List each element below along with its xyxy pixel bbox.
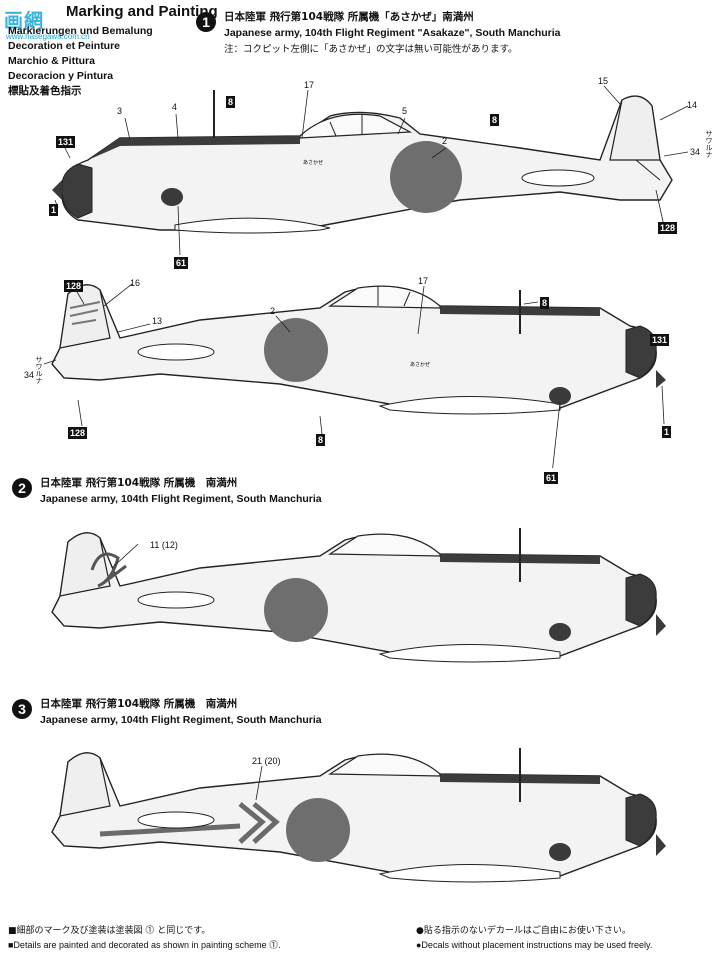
footer-note-left-ja: ■細部のマーク及び塗装は塗装図 ⓵ と同じです。 <box>8 926 211 936</box>
footer-note-left-en: ■Details are painted and decorated as sh… <box>8 940 281 950</box>
scheme-1-badge: 1 <box>196 12 216 32</box>
title-es: Decoracion y Pintura <box>8 70 114 82</box>
title-de: Markierungen und Bemalung <box>8 25 153 37</box>
cockpit-script-label-left: あさかぜ <box>410 361 430 368</box>
scheme-3-title-en: Japanese army, 104th Flight Regiment, So… <box>40 714 322 726</box>
decal-callout-2: 2 <box>442 136 448 146</box>
decal-tag-1: 1 <box>49 204 59 216</box>
decal-callout-2-left: 2 <box>270 306 276 316</box>
decal-tag-8b: 8 <box>490 114 500 126</box>
footer-note-right-en: ●Decals without placement instructions m… <box>416 940 653 950</box>
scheme-3-title-ja: 日本陸軍 飛行第104戦隊 所属機 南満州 <box>40 698 238 710</box>
aircraft-right-body <box>52 90 673 234</box>
decal-tag-8a: 8 <box>226 96 236 108</box>
decal-tag-131: 131 <box>56 136 76 148</box>
decal-tag-128-left-a: 128 <box>64 280 84 292</box>
footer-note-right-ja: ●貼る指示のないデカールはご自由にお使い下さい。 <box>416 926 631 936</box>
profile-right-side: あさかぜ <box>52 85 689 256</box>
scheme-2-title-en: Japanese army, 104th Flight Regiment, So… <box>40 493 322 505</box>
decal-callout-4: 4 <box>172 102 178 112</box>
scheme-2-badge: 2 <box>12 478 32 498</box>
watermark-url: www.hasegawa.com.cn <box>6 32 90 41</box>
hinomaru-roundel-2 <box>264 578 328 642</box>
title-zh: 標貼及着色指示 <box>8 85 82 97</box>
decal-callout-11: 11 (12) <box>150 540 178 550</box>
decal-tag-61-left: 61 <box>544 472 559 484</box>
decal-tag-1-left: 1 <box>662 426 672 438</box>
aircraft-scheme-3 <box>51 748 666 883</box>
decal-callout-34: 34 <box>690 147 701 157</box>
no-step-label: サワルナ <box>705 130 713 158</box>
decal-callout-34-left: 34 <box>24 370 35 380</box>
hinomaru-roundel-3 <box>286 798 350 862</box>
decal-callout-16: 16 <box>130 278 141 288</box>
decal-callout-5: 5 <box>402 106 408 116</box>
decal-callout-21: 21 (20) <box>252 756 281 766</box>
scheme-2-title-ja: 日本陸軍 飛行第104戦隊 所属機 南満州 <box>40 477 238 489</box>
decal-callout-17-left: 17 <box>418 276 429 286</box>
title-it: Marchio & Pittura <box>8 55 95 67</box>
hinomaru-roundel <box>390 141 462 213</box>
decal-tag-131-left: 131 <box>650 334 670 346</box>
decal-tag-8-left-b: 8 <box>316 434 326 446</box>
scheme-1-title-ja: 日本陸軍 飛行第104戦隊 所属機「あさかぜ」南満州 <box>224 11 474 23</box>
aircraft-scheme-2 <box>51 528 666 663</box>
decal-tag-8-left-a: 8 <box>540 297 550 309</box>
chevron-stripe <box>238 802 280 844</box>
decal-tag-128-left-b: 128 <box>68 427 88 439</box>
profile-scheme-3 <box>51 748 666 883</box>
decal-callout-15: 15 <box>598 76 609 86</box>
decal-tag-128: 128 <box>658 222 678 234</box>
decal-callout-14: 14 <box>687 100 698 110</box>
hinomaru-roundel-left <box>264 318 328 382</box>
scheme-1-title-en: Japanese army, 104th Flight Regiment "As… <box>224 27 561 39</box>
decal-callout-3: 3 <box>117 106 123 116</box>
decal-tag-61: 61 <box>174 257 189 269</box>
profile-scheme-2 <box>51 528 666 663</box>
decal-callout-13: 13 <box>152 316 163 326</box>
decal-callout-17: 17 <box>304 80 315 90</box>
cockpit-script-label: あさかぜ <box>303 159 323 166</box>
profile-left-side: あさかぜ <box>43 283 666 468</box>
no-step-label-left: サワルナ <box>35 356 43 384</box>
title-fr: Decoration et Peinture <box>8 40 121 52</box>
page-title: Marking and Painting <box>66 3 218 20</box>
watermark-logo: 画網 <box>4 11 45 32</box>
scheme-1-note: 注：コクピット左側に「あさかぜ」の文字は無い可能性があります。 <box>224 44 518 55</box>
scheme-3-badge: 3 <box>12 699 32 719</box>
aircraft-left-body <box>51 284 666 415</box>
